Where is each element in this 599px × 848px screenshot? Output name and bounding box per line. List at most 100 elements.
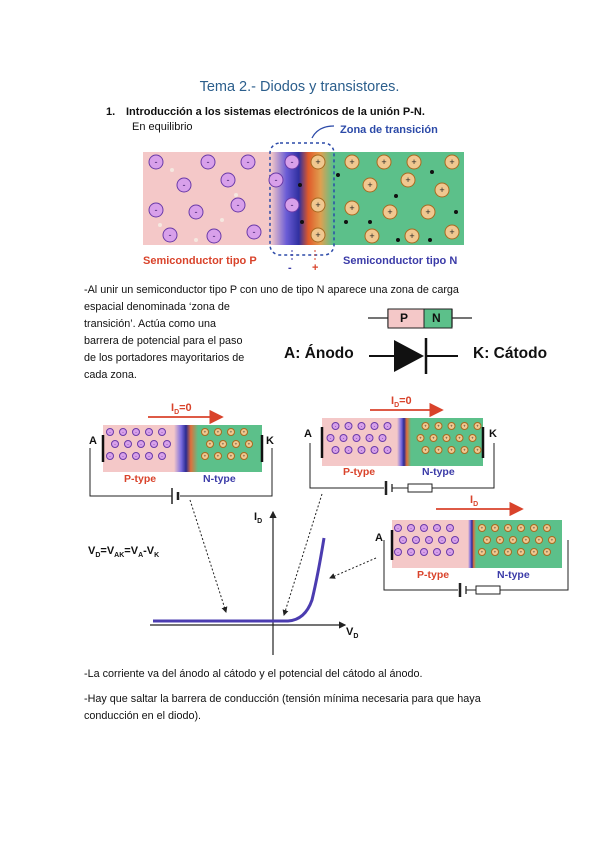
intro-line: de los portadores mayoritarios de [84,352,245,364]
ion-sign: - [246,157,249,167]
acceptor-ion [331,446,340,454]
ion-sign: + [471,436,474,441]
donor-ion [434,422,443,430]
p-type-label-3: P-type [417,569,450,581]
ion-sign: - [436,526,438,531]
donor-ion [400,172,416,188]
acceptor-ion [446,524,454,532]
ion-sign: + [494,550,497,555]
acceptor-ion [357,422,366,430]
ion-sign: - [361,448,363,453]
ion-sign: - [226,175,229,185]
id-zero-label-2: ID=0 [391,395,412,410]
ion-sign: + [486,538,489,543]
donor-ion [364,228,380,244]
donor-ion [310,154,326,170]
ion-sign: - [441,538,443,543]
acceptor-ion [357,446,366,454]
pointer-middle [282,493,323,616]
ion-sign: + [367,180,372,190]
ion-sign: - [410,550,412,555]
donor-ion [232,440,240,448]
diode-symbol [369,338,458,374]
ion-sign: - [415,538,417,543]
acceptor-ion [370,422,379,430]
ion-sign: + [439,185,444,195]
ion-sign: + [204,430,207,435]
intro-line1: -Al unir un semiconductor tipo P con uno… [84,284,459,296]
ion-sign: + [546,526,549,531]
x-axis-label: VD [346,626,359,641]
ion-sign: + [525,538,528,543]
junction-figure: -------------- ++++++++++++++++ [143,125,464,262]
donor-ion [442,434,451,442]
ion-sign: + [463,448,466,453]
acceptor-ion [240,154,256,170]
bias-figure-middle: ---------------+++++++++++++++ [309,402,495,495]
donor-ion [245,440,253,448]
acceptor-ion [378,434,387,442]
carrier-dot [430,170,434,174]
ion-sign: - [161,430,163,435]
ion-sign: + [520,526,523,531]
acceptor-ion [106,428,114,436]
y-axis-label: ID [254,511,263,526]
carrier-dot [170,168,174,172]
n-type-label-3: N-type [497,569,530,581]
plus-sign: + [312,262,319,274]
ion-sign: + [419,436,422,441]
carrier-dot [368,220,372,224]
k-label-1: K [266,435,274,447]
p-type-label-2: P-type [343,466,376,478]
acceptor-ion [145,452,153,460]
ion-sign: + [369,231,374,241]
donor-ion [201,428,209,436]
intro-line: cada zona. [84,369,137,381]
donor-ion [362,177,378,193]
ion-sign: + [481,526,484,531]
donor-ion [468,434,477,442]
ion-sign: + [405,175,410,185]
donor-ion [421,446,430,454]
bias-figure-right: ---------------++++++++++++++++++ [383,501,569,597]
pointer-left [189,499,228,613]
donor-ion [227,428,235,436]
iv-curve [153,537,326,623]
ion-sign: - [348,448,350,453]
intro-line: barrera de potencial para el paso [84,335,243,347]
ion-sign: + [315,230,320,240]
ion-sign: - [127,442,129,447]
acceptor-ion [206,228,222,244]
acceptor-ion [176,177,192,193]
carrier-dot [194,238,198,242]
a-label-3: A [375,532,383,544]
note-barrier-line2: conducción en el diodo). [84,710,202,722]
ion-sign: + [209,442,212,447]
donor-ion [201,452,209,460]
ion-sign: - [449,550,451,555]
ion-sign: + [425,207,430,217]
note-barrier-line1: -Hay que saltar la barrera de conducción… [84,693,481,705]
donor-ion [404,228,420,244]
ion-sign: + [450,448,453,453]
acceptor-ion [425,536,433,544]
ion-sign: - [206,157,209,167]
acceptor-ion [162,227,178,243]
zone-pointer [311,125,335,139]
ion-sign: - [212,231,215,241]
acceptor-ion [284,154,300,170]
ion-sign: + [387,207,392,217]
ion-sign: + [512,538,515,543]
ion-sign: - [135,430,137,435]
ion-sign: - [154,205,157,215]
donor-ion [455,434,464,442]
ion-sign: + [432,436,435,441]
section-subheading: En equilibrio [132,121,193,133]
donor-ion [517,524,525,532]
ion-sign: + [533,526,536,531]
ion-sign: + [409,231,414,241]
donor-ion [214,452,222,460]
ion-sign: - [348,424,350,429]
